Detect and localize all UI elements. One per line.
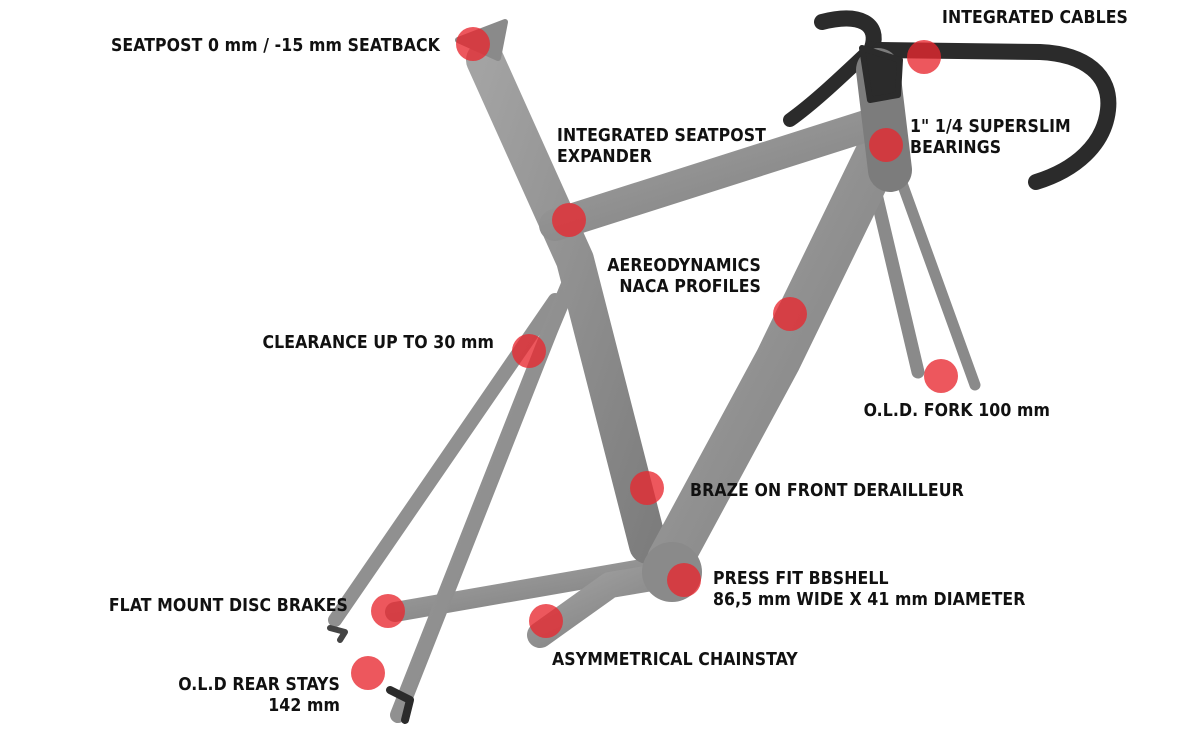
marker-bearings — [869, 128, 903, 162]
rear-dropout-lower — [386, 686, 414, 724]
marker-fork-old — [924, 359, 958, 393]
top-tube — [539, 104, 901, 241]
marker-front-derailleur — [630, 471, 664, 505]
label-bbshell: PRESS FIT BBSHELL 86,5 mm WIDE X 41 mm D… — [713, 569, 1026, 610]
chainstays — [373, 555, 683, 648]
marker-rear-stays — [351, 656, 385, 690]
marker-chainstay — [529, 604, 563, 638]
marker-disc-brakes — [371, 594, 405, 628]
label-integrated-cables: INTEGRATED CABLES — [941, 8, 1128, 28]
label-rear-stays: O.L.D REAR STAYS 142 mm — [178, 675, 340, 716]
label-seatpost-expander: INTEGRATED SEATPOST EXPANDER — [557, 126, 767, 167]
marker-seatpost — [456, 27, 490, 61]
label-disc-brakes: FLAT MOUNT DISC BRAKES — [108, 596, 348, 616]
label-bearings: 1" 1/4 SUPERSLIM BEARINGS — [910, 117, 1071, 158]
marker-bbshell — [667, 563, 701, 597]
marker-integrated-cables — [907, 40, 941, 74]
seat-tube — [466, 41, 667, 564]
marker-seatpost-expander — [552, 203, 586, 237]
label-fork-old: O.L.D. FORK 100 mm — [863, 401, 1050, 421]
rear-dropout-upper — [327, 625, 348, 643]
label-front-derailleur: BRAZE ON FRONT DERAILLEUR — [690, 481, 964, 501]
label-naca-profiles: AEREODYNAMICS NACA PROFILES — [607, 256, 761, 297]
marker-clearance — [512, 334, 546, 368]
label-seatpost: SEATPOST 0 mm / -15 mm SEATBACK — [110, 36, 440, 56]
marker-naca-profiles — [773, 297, 807, 331]
stem — [859, 45, 903, 103]
label-clearance: CLEARANCE UP TO 30 mm — [262, 333, 494, 353]
down-tube — [647, 127, 903, 583]
label-chainstay: ASYMMETRICAL CHAINSTAY — [552, 650, 798, 670]
